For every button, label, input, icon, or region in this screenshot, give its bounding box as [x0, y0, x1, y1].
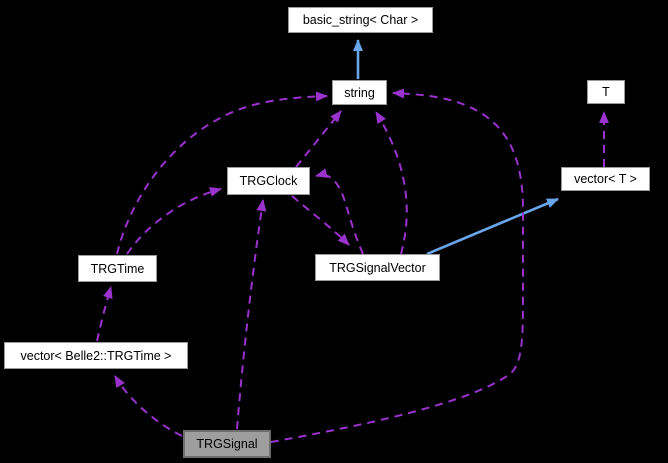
node-vector-belle2-trgtime-label: vector< Belle2::TRGTime > [20, 348, 172, 363]
edge-trgtime-uses-trgclock [126, 187, 222, 255]
edge-trgtime-uses-string [116, 91, 328, 255]
node-trgclock[interactable]: TRGClock [227, 167, 310, 195]
edge-trgsignalvector-inherits-vector-t [426, 197, 559, 256]
edge-vector-belle2-trgtime-uses-trgtime [96, 286, 113, 342]
node-trgsignalvector[interactable]: TRGSignalVector [315, 254, 440, 281]
node-trgsignal-current: TRGSignal [183, 430, 271, 458]
node-trgtime-label: TRGTime [90, 261, 145, 276]
node-trgtime[interactable]: TRGTime [78, 255, 157, 282]
edge-trgsignalvector-uses-trgclock [315, 168, 364, 255]
node-vector-t[interactable]: vector< T > [561, 167, 650, 191]
node-t-label: T [602, 85, 610, 99]
node-vector-belle2-trgtime[interactable]: vector< Belle2::TRGTime > [4, 342, 188, 369]
edge-trgclock-uses-trgsignalvector [291, 195, 350, 246]
edge-trgclock-uses-string [295, 110, 342, 168]
edge-trgsignal-uses-vector-belle2-trgtime [114, 375, 183, 437]
edge-trgsignal-uses-trgclock [236, 199, 267, 430]
node-basic-string[interactable]: basic_string< Char > [288, 7, 433, 33]
node-vector-t-label: vector< T > [574, 172, 637, 186]
node-trgsignalvector-label: TRGSignalVector [329, 260, 426, 275]
edge-trgsignalvector-uses-string [375, 111, 408, 255]
node-string[interactable]: string [332, 80, 387, 105]
node-string-label: string [344, 85, 375, 100]
node-trgclock-label: TRGClock [239, 174, 298, 188]
node-basic-string-label: basic_string< Char > [302, 13, 419, 27]
node-trgsignal-label: TRGSignal [196, 437, 258, 451]
node-t[interactable]: T [587, 80, 625, 104]
edge-trgsignal-uses-string [270, 88, 524, 443]
